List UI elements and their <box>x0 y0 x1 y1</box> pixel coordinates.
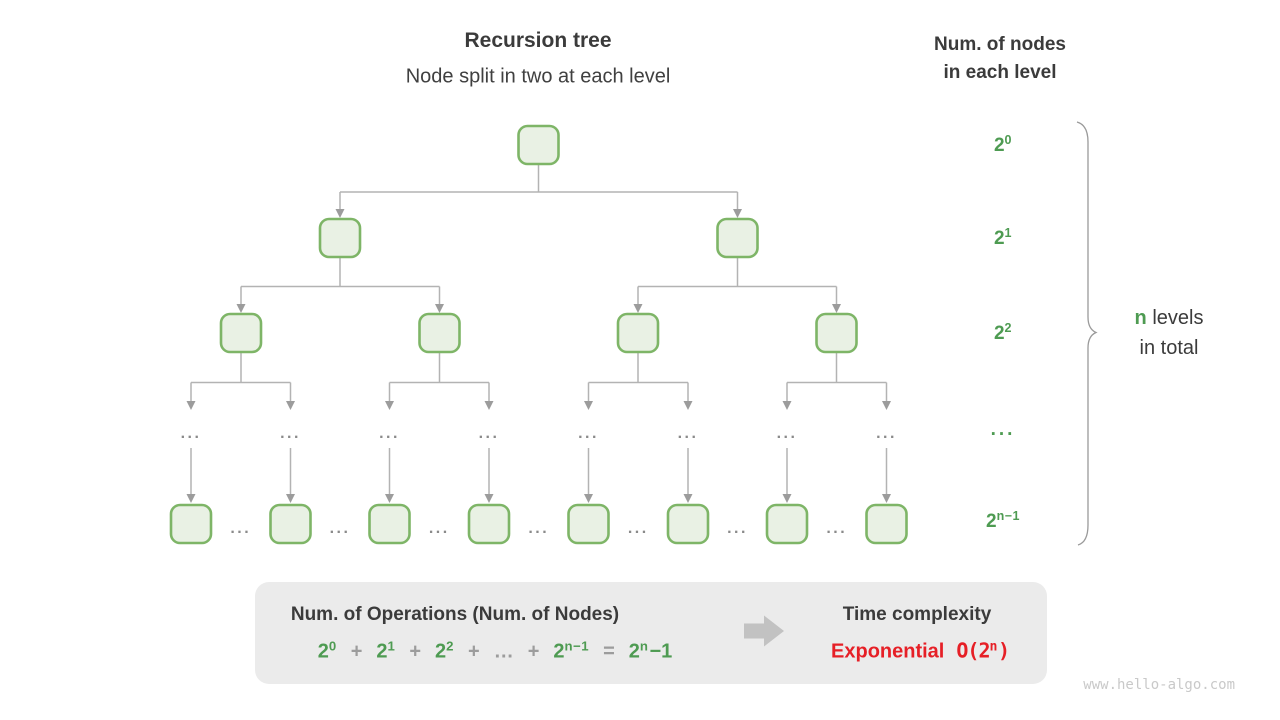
tree-arrowhead-icon <box>385 401 394 410</box>
tree-arrowhead-icon <box>186 494 196 503</box>
tree-node <box>418 312 461 354</box>
complexity-value: Exponential O(2n) <box>831 638 1010 664</box>
equation-token: + <box>409 640 422 663</box>
operations-title: Num. of Operations (Num. of Nodes) <box>290 604 620 625</box>
equation-exponent: n <box>639 638 649 654</box>
equation-exponent: 0 <box>328 638 337 654</box>
operations-equation: 20+21+22+…+2n−1=2n−1 <box>318 639 673 664</box>
tree-arrowhead-icon <box>484 494 494 503</box>
equation-token: + <box>468 640 480 663</box>
tree-arrowhead-icon <box>882 401 891 410</box>
brace <box>1076 121 1098 546</box>
tree-arrowhead-icon <box>633 304 643 313</box>
tree-node <box>865 503 908 545</box>
equation-exponent: n−1 <box>564 638 590 654</box>
tree-row-separator-ellipsis: ... <box>826 520 847 537</box>
tree-row-separator-ellipsis: ... <box>330 520 351 537</box>
tree-arrowhead-icon <box>733 209 742 218</box>
tree-arrowhead-icon <box>484 401 494 410</box>
time-complexity-title: Time complexity <box>842 604 992 625</box>
equation-token: −1 <box>649 640 673 663</box>
summary-box: Num. of Operations (Num. of Nodes) 20+21… <box>255 582 1047 684</box>
equation-token: + <box>350 640 363 663</box>
equation-exponent: 1 <box>387 638 396 654</box>
tree-row-separator-ellipsis: ... <box>727 520 748 537</box>
tree-ellipsis: ... <box>777 425 798 442</box>
tree-arrowhead-icon <box>286 401 295 410</box>
arrow-right-icon <box>744 615 784 647</box>
watermark: www.hello-algo.com <box>1083 677 1235 693</box>
level-label-2pow0: 20 <box>993 133 1013 156</box>
tree-node <box>318 217 362 259</box>
big-o-notation: O(2n) <box>956 638 1010 663</box>
tree-node <box>567 503 610 545</box>
n-variable: n <box>1134 307 1147 329</box>
tree-ellipsis: ... <box>678 425 699 442</box>
tree-node <box>666 503 710 545</box>
equation-token: = <box>603 640 615 663</box>
equation-token: + <box>527 640 540 663</box>
equation-token: 2n <box>628 638 649 663</box>
tree-node <box>765 503 809 545</box>
tree-arrowhead-icon <box>236 304 246 313</box>
tree-ellipsis: ... <box>479 425 500 442</box>
equation-token: 20 <box>317 638 337 663</box>
tree-node <box>467 503 511 545</box>
tree-row-separator-ellipsis: ... <box>230 520 251 537</box>
equation-token: 2n−1 <box>553 638 590 663</box>
level-label-ellipsis: ... <box>990 419 1016 440</box>
tree-arrowhead-icon <box>286 494 295 503</box>
level-label-2pow1: 21 <box>993 226 1013 249</box>
tree-arrowhead-icon <box>584 494 593 503</box>
nodes-per-level-header: Num. of nodes in each level <box>934 31 1066 87</box>
tree-node <box>269 503 312 545</box>
tree-row-separator-ellipsis: ... <box>429 520 450 537</box>
tree-arrowhead-icon <box>584 401 593 410</box>
tree-arrowhead-icon <box>435 304 444 313</box>
tree-row-separator-ellipsis: ... <box>628 520 649 537</box>
tree-ellipsis: ... <box>379 425 400 442</box>
tree-node <box>815 312 858 354</box>
tree-node <box>169 503 213 545</box>
tree-node <box>368 503 411 545</box>
tree-node <box>716 217 759 259</box>
tree-arrowhead-icon <box>335 209 345 218</box>
tree-ellipsis: ... <box>280 425 301 442</box>
n-levels-label: n levels in total <box>1134 307 1204 359</box>
equation-token: 21 <box>376 638 396 663</box>
page-subtitle: Node split in two at each level <box>405 65 671 88</box>
tree-ellipsis: ... <box>876 425 897 442</box>
tree-arrowhead-icon <box>683 401 693 410</box>
tree-arrowhead-icon <box>385 494 394 503</box>
tree-row-separator-ellipsis: ... <box>528 520 549 537</box>
tree-node <box>517 124 560 166</box>
tree-node <box>219 312 263 354</box>
complexity-word: Exponential <box>831 640 945 663</box>
equation-exponent: 2 <box>446 638 454 654</box>
tree-arrowhead-icon <box>882 494 891 503</box>
nodes-per-level-header-line1: Num. of nodes <box>934 34 1066 55</box>
level-label-2pow2: 22 <box>993 321 1013 344</box>
tree-arrowhead-icon <box>782 494 792 503</box>
tree-arrowhead-icon <box>782 401 792 410</box>
tree-arrowhead-icon <box>683 494 693 503</box>
tree-ellipsis: ... <box>181 425 202 442</box>
arrow-right-shape <box>744 615 784 647</box>
tree-arrowhead-icon <box>186 401 196 410</box>
nodes-per-level-header-line2: in each level <box>943 62 1057 83</box>
tree-arrowhead-icon <box>832 304 841 313</box>
equation-token: 22 <box>435 638 454 663</box>
level-label-2pow-n-1: 2n−1 <box>985 509 1021 532</box>
tree-ellipsis: ... <box>578 425 599 442</box>
equation-token: … <box>493 640 514 663</box>
tree-node <box>616 312 660 354</box>
page-title: Recursion tree <box>464 29 612 52</box>
